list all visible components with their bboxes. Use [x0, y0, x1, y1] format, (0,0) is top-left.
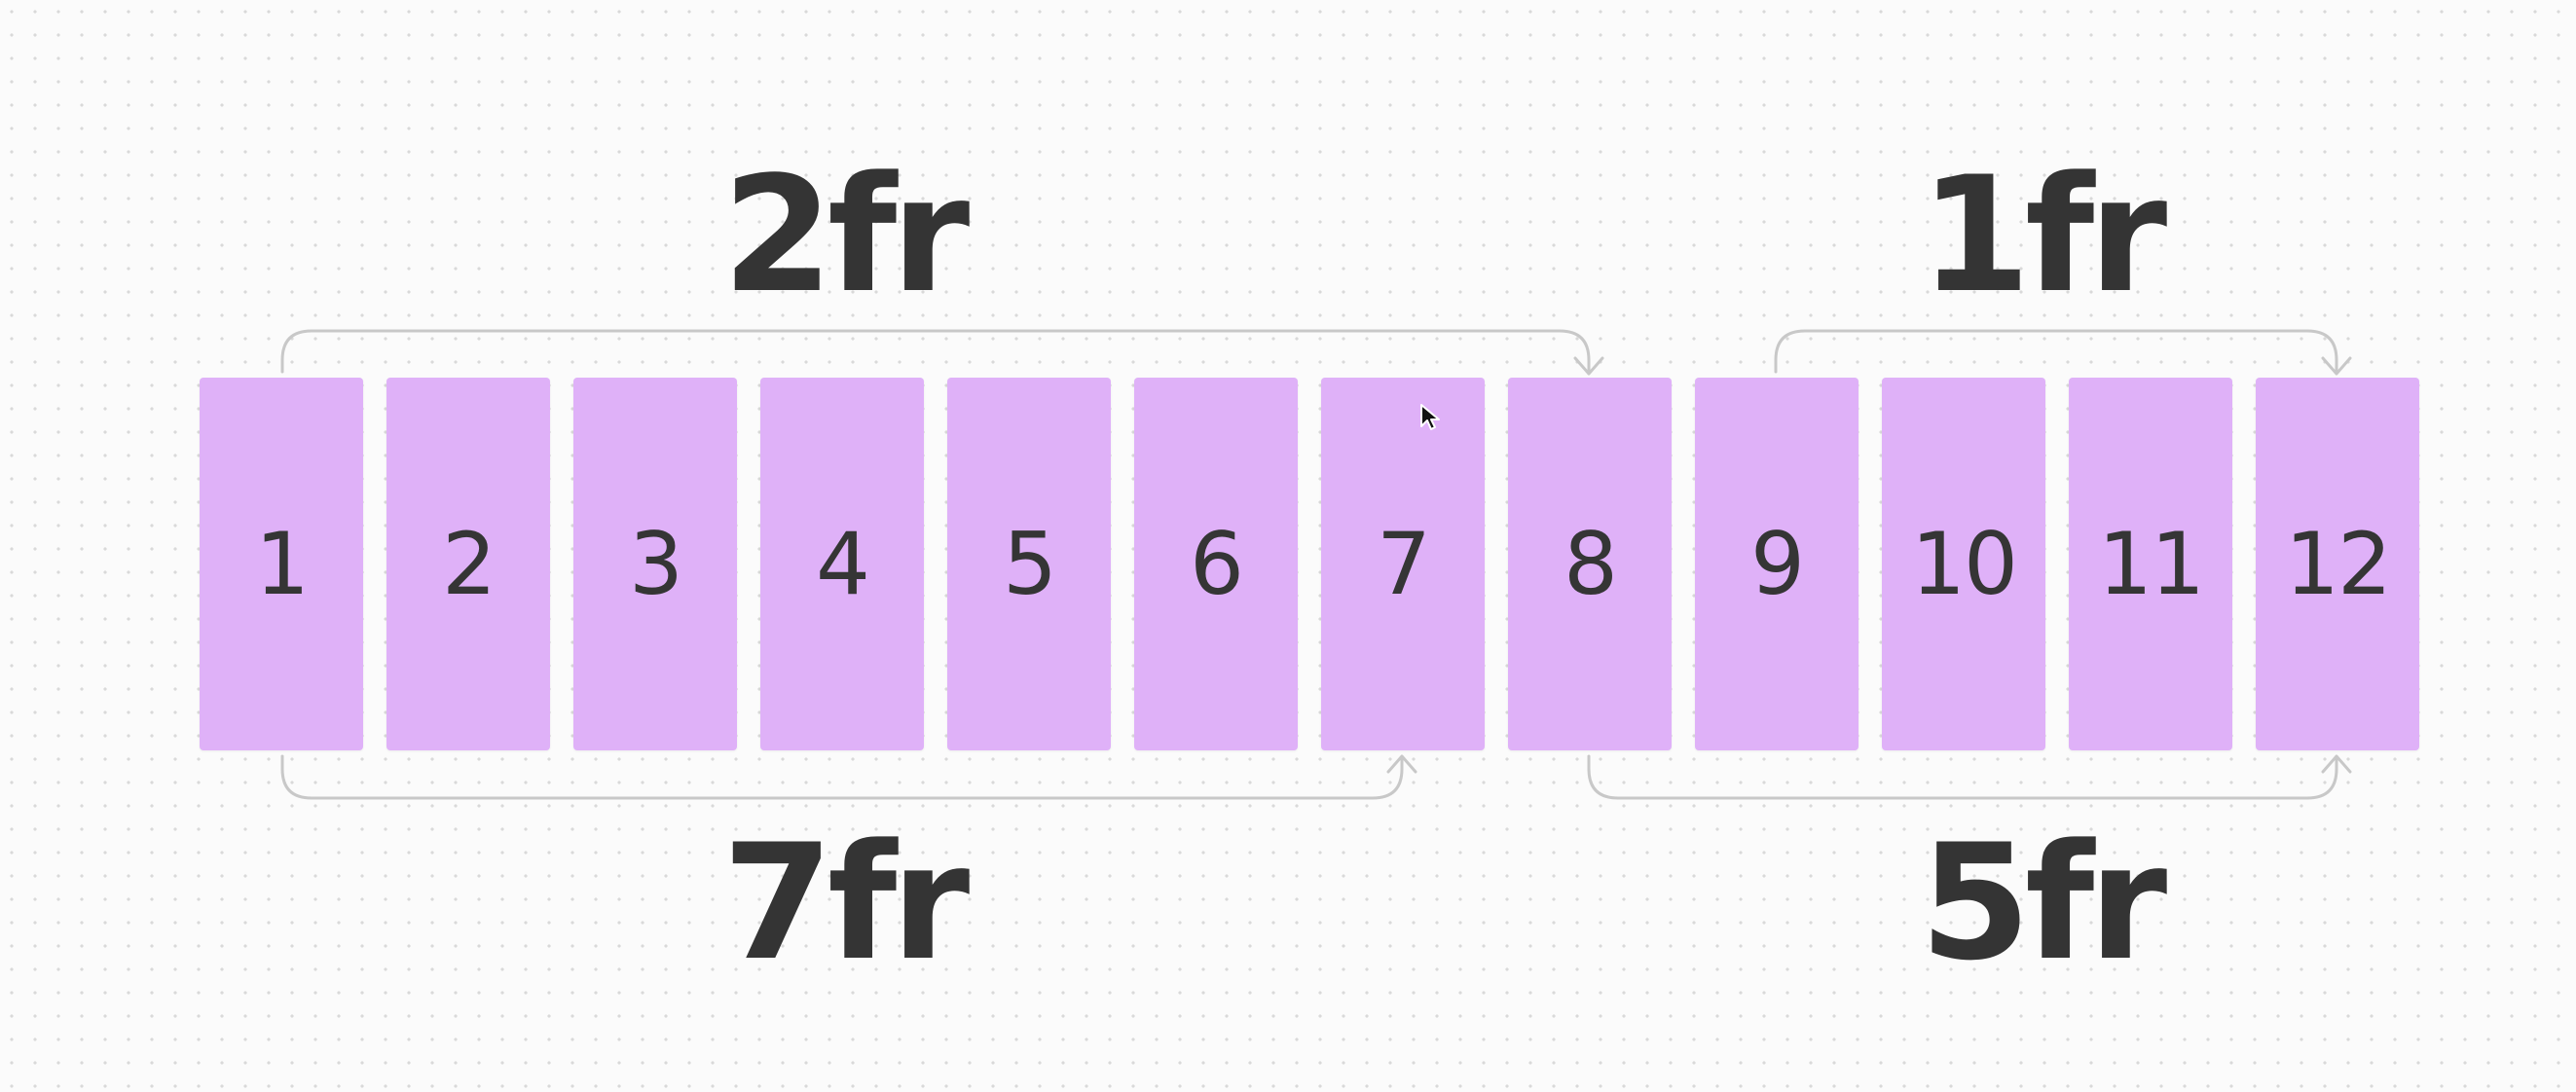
column-number: 3	[629, 513, 683, 614]
grid-column: 10	[1882, 378, 2045, 750]
grid-column: 2	[386, 378, 550, 750]
bottom-right-bracket	[1587, 754, 2338, 800]
column-number: 4	[816, 513, 870, 614]
bottom-right-arrowhead	[2321, 754, 2352, 774]
column-number: 7	[1377, 513, 1431, 614]
bottom-right-fr-label: 5fr	[1919, 810, 2167, 996]
top-left-arrowhead	[1573, 356, 1604, 376]
grid-column: 1	[200, 378, 363, 750]
column-number: 9	[1750, 513, 1805, 614]
mouse-pointer-icon	[1420, 404, 1440, 430]
bottom-left-fr-label: 7fr	[721, 810, 970, 996]
top-left-fr-label: 2fr	[721, 142, 970, 328]
column-number: 8	[1564, 513, 1618, 614]
bottom-left-bracket	[280, 754, 1404, 800]
grid-column: 8	[1508, 378, 1672, 750]
top-right-fr-label: 1fr	[1919, 142, 2167, 328]
grid-column: 4	[760, 378, 924, 750]
grid-column: 9	[1695, 378, 1858, 750]
column-number: 2	[442, 513, 497, 614]
grid-column: 3	[573, 378, 737, 750]
column-number: 12	[2285, 513, 2392, 614]
grid-column: 6	[1134, 378, 1298, 750]
grid-column: 11	[2069, 378, 2232, 750]
grid-column: 5	[947, 378, 1111, 750]
column-number: 6	[1190, 513, 1244, 614]
top-right-arrowhead	[2321, 356, 2352, 376]
column-number: 1	[255, 513, 310, 614]
column-number: 10	[1911, 513, 2018, 614]
top-left-bracket	[280, 329, 1591, 374]
column-number: 11	[2098, 513, 2205, 614]
bottom-left-arrowhead	[1386, 754, 1417, 774]
column-number: 5	[1003, 513, 1057, 614]
grid-column: 12	[2256, 378, 2419, 750]
grid-column: 7	[1321, 378, 1485, 750]
